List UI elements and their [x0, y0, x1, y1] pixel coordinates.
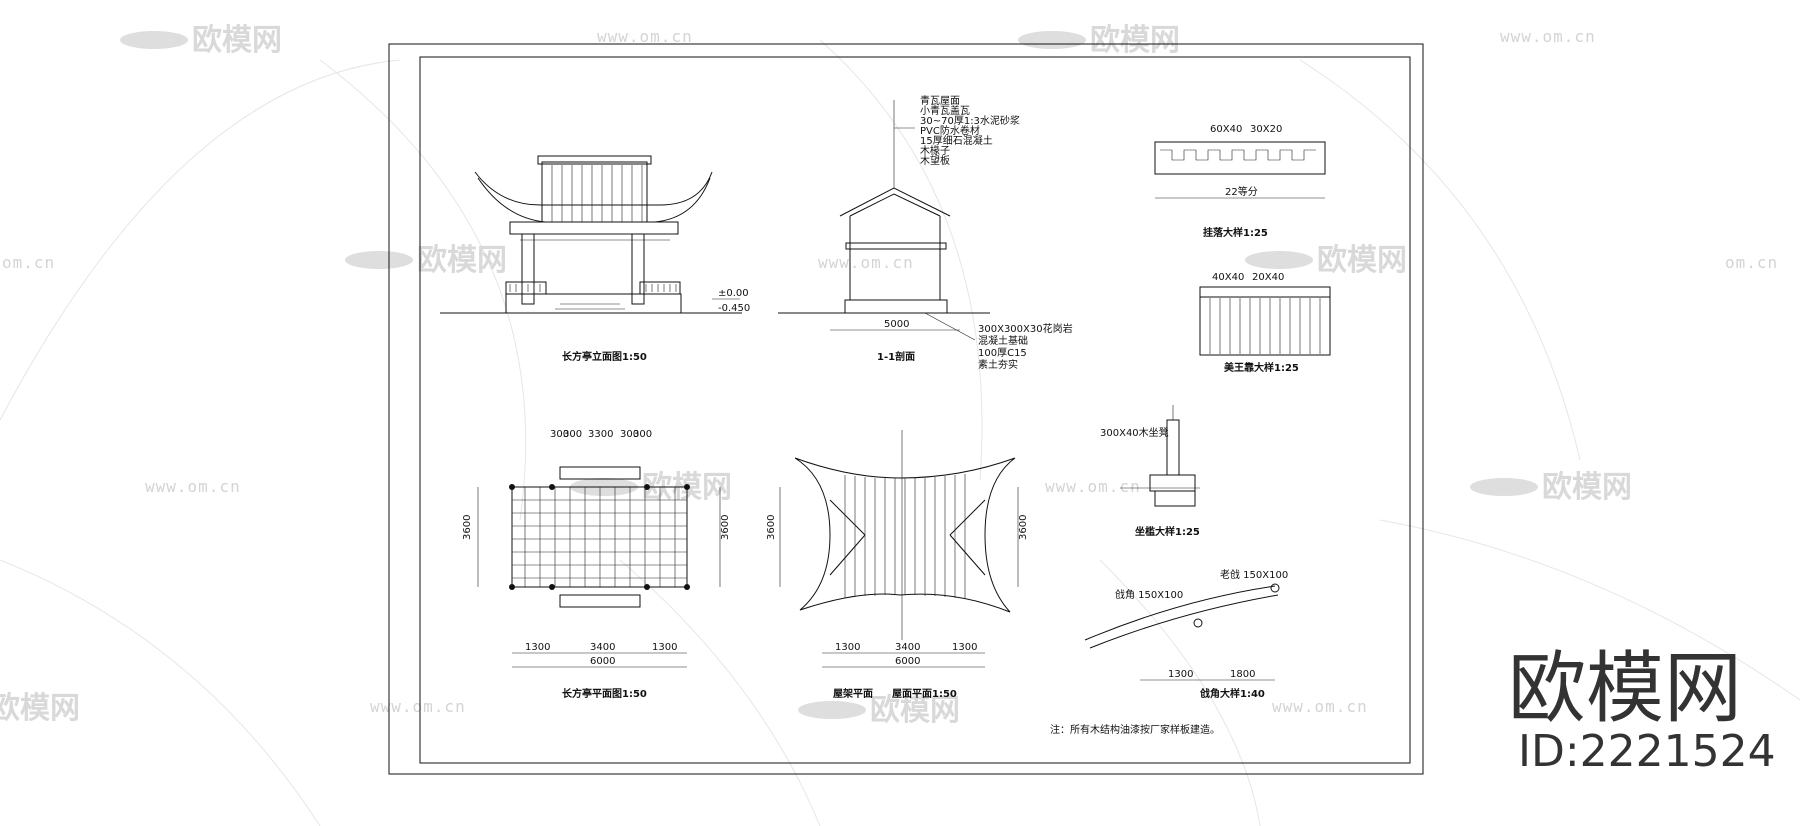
svg-text:欧模网: 欧模网: [0, 691, 80, 726]
svg-text:老戗 150X100: 老戗 150X100: [1220, 568, 1288, 581]
sheet-outer-border: [388, 43, 1424, 775]
railing-title: 美王靠大样1:25: [1224, 361, 1299, 374]
roof-tile-lines: [551, 165, 643, 222]
svg-text:300X40木坐凳: 300X40木坐凳: [1100, 427, 1169, 439]
svg-text:1300: 1300: [1168, 669, 1193, 680]
section-base-notes: 300X300X30花岗岩 混凝土基础 100厚C15 素土夯实: [978, 322, 1073, 371]
corner-brand-name: 欧模网: [1508, 644, 1743, 734]
svg-text:3600: 3600: [720, 515, 731, 540]
watermark-logo-3: 欧模网: [345, 243, 507, 278]
watermark-logo-4: 欧模网: [1245, 243, 1407, 278]
watermark-url-6: www.om.cn: [145, 477, 241, 496]
watermark-url-7: www.om.cn: [1045, 477, 1141, 496]
section-drawing: 青瓦屋面 小青瓦盖瓦 30~70厚1:3水泥砂浆 PVC防水卷材 15厚细石混凝…: [778, 94, 1073, 371]
svg-text:300X300X30花岗岩: 300X300X30花岗岩: [978, 322, 1073, 335]
svg-text:6000: 6000: [895, 656, 920, 667]
svg-text:22等分: 22等分: [1225, 185, 1258, 198]
elevation-level-bottom: -0.450: [718, 303, 750, 314]
svg-text:20X40: 20X40: [1252, 272, 1284, 283]
elevation-title: 长方亭立面图1:50: [562, 350, 647, 363]
svg-text:木椽子: 木椽子: [920, 144, 950, 157]
watermark-url-9: www.om.cn: [1272, 697, 1368, 716]
svg-text:30X20: 30X20: [1250, 124, 1282, 135]
sheet-inner-border: [419, 56, 1411, 764]
watermark-url-3: om.cn: [2, 253, 55, 272]
svg-text:欧模网: 欧模网: [1542, 470, 1632, 505]
svg-text:3600: 3600: [462, 515, 473, 540]
plan-drawing: 3600 3600 300 300 3300 300 300 1300 3400…: [462, 429, 731, 700]
svg-text:1300: 1300: [525, 642, 550, 653]
svg-text:300: 300: [563, 429, 582, 440]
svg-text:青瓦屋面: 青瓦屋面: [920, 94, 960, 107]
svg-text:40X40: 40X40: [1212, 272, 1244, 283]
svg-text:1300: 1300: [835, 642, 860, 653]
drawing-note: 注：所有木结构油漆按厂家样板建造。: [1050, 723, 1220, 736]
bench-title: 坐槛大样1:25: [1135, 525, 1200, 538]
svg-text:素土夯实: 素土夯实: [978, 358, 1018, 371]
roof-rafter-lines: [844, 474, 966, 599]
bench-detail: 300X40木坐凳 坐槛大样1:25: [1100, 405, 1200, 538]
svg-text:3300: 3300: [588, 429, 613, 440]
svg-text:木望板: 木望板: [920, 154, 950, 167]
svg-text:欧模网: 欧模网: [1090, 23, 1180, 58]
plan-columns: [509, 484, 690, 590]
hanging-eave-title: 挂落大样1:25: [1203, 226, 1268, 239]
section-dim-total: 5000: [884, 319, 909, 330]
watermark-logo-2: 欧模网: [1018, 23, 1180, 58]
svg-text:3400: 3400: [895, 642, 920, 653]
railing-detail: 40X40 20X40 美王靠大样1:25: [1199, 272, 1331, 374]
svg-text:3600: 3600: [766, 515, 777, 540]
watermark-logo-6: 欧模网: [1470, 470, 1632, 505]
hanging-eave-detail: 60X40 30X20 22等分 挂落大样1:25: [1154, 124, 1326, 239]
plan-dims-bottom: 1300 3400 1300 6000: [525, 642, 677, 667]
corner-detail: 戗角 150X100 老戗 150X100 1300 1800 戗角大样1:40: [1084, 568, 1288, 700]
roof-dims-bottom: 1300 3400 1300 6000: [835, 642, 977, 667]
svg-text:欧模网: 欧模网: [1317, 243, 1407, 278]
roof-frame-title: 屋架平面: [833, 687, 873, 700]
svg-text:1300: 1300: [952, 642, 977, 653]
plan-dims-top: 300 300 3300 300 300: [550, 429, 652, 440]
svg-text:15厚细石混凝土: 15厚细石混凝土: [920, 134, 993, 147]
svg-text:100厚C15: 100厚C15: [978, 347, 1027, 359]
svg-text:PVC防水卷材: PVC防水卷材: [920, 124, 980, 137]
watermark-url-5: om.cn: [1725, 253, 1778, 272]
corner-title: 戗角大样1:40: [1200, 687, 1265, 700]
svg-text:欧模网: 欧模网: [192, 23, 282, 58]
watermark-url-1: www.om.cn: [597, 27, 693, 46]
svg-text:小青瓦盖瓦: 小青瓦盖瓦: [920, 104, 970, 117]
watermark-logo-1: 欧模网: [120, 23, 282, 58]
watermark-url-8: www.om.cn: [370, 697, 466, 716]
svg-text:300: 300: [620, 429, 639, 440]
svg-text:60X40: 60X40: [1210, 124, 1242, 135]
roof-plan-drawing: 3600 3600 1300 3400 1300 6000 屋架平面 屋面平面1…: [766, 430, 1029, 700]
watermark-arcs: [0, 39, 1800, 826]
corner-brand-id: ID:2221524: [1518, 726, 1776, 777]
svg-text:1800: 1800: [1230, 669, 1255, 680]
section-title: 1-1剖面: [877, 350, 915, 363]
svg-text:1300: 1300: [652, 642, 677, 653]
watermark-logo-8: 欧模网: [798, 693, 960, 728]
svg-text:欧模网: 欧模网: [417, 243, 507, 278]
svg-text:混凝土基础: 混凝土基础: [978, 334, 1028, 347]
watermark-logo-7: 欧模网: [0, 691, 80, 726]
section-layer-notes: 青瓦屋面 小青瓦盖瓦 30~70厚1:3水泥砂浆 PVC防水卷材 15厚细石混凝…: [920, 94, 1020, 167]
watermark-url-2: www.om.cn: [1500, 27, 1596, 46]
svg-text:300: 300: [633, 429, 652, 440]
plan-title: 长方亭平面图1:50: [562, 687, 647, 700]
svg-text:3400: 3400: [590, 642, 615, 653]
svg-text:300: 300: [550, 429, 569, 440]
elevation-drawing: ±0.00 -0.450 长方亭立面图1:50: [440, 155, 750, 363]
svg-text:30~70厚1:3水泥砂浆: 30~70厚1:3水泥砂浆: [920, 114, 1020, 127]
svg-text:欧模网: 欧模网: [870, 693, 960, 728]
plan-grid: [512, 487, 687, 587]
elevation-level-top: ±0.00: [718, 288, 749, 299]
svg-text:戗角 150X100: 戗角 150X100: [1115, 588, 1183, 601]
svg-text:6000: 6000: [590, 656, 615, 667]
svg-text:3600: 3600: [1018, 515, 1029, 540]
watermark-url-4: www.om.cn: [818, 253, 914, 272]
roof-plan-title: 屋面平面1:50: [892, 688, 957, 700]
